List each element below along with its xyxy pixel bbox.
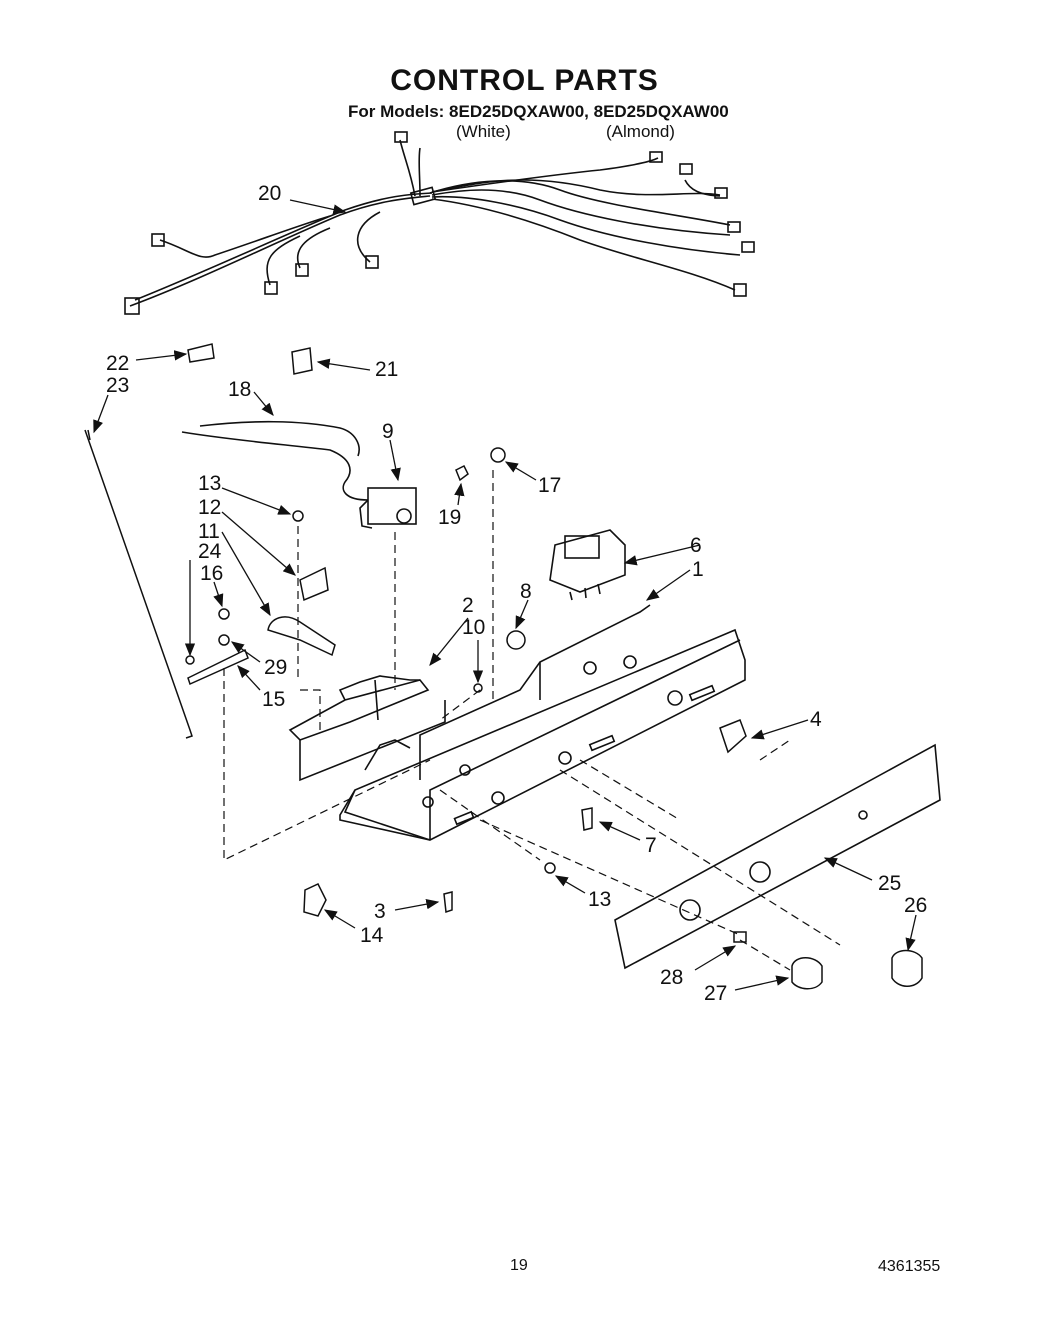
dashed-assembly-lines <box>223 470 841 971</box>
callout-18: 18 <box>228 378 251 401</box>
callout-15: 15 <box>262 688 285 711</box>
callout-22: 22 <box>106 352 129 375</box>
callout-3: 3 <box>374 900 386 923</box>
callout-11: 11 <box>198 520 220 543</box>
page-number: 19 <box>510 1257 528 1274</box>
callout-25: 25 <box>878 872 901 895</box>
callout-23: 23 <box>106 374 129 397</box>
callout-2: 2 <box>462 594 474 617</box>
callout-numbers: 20 22 23 21 18 9 17 19 13 12 11 24 16 6 … <box>106 182 927 1005</box>
callout-19: 19 <box>438 506 461 529</box>
page-title: CONTROL PARTS <box>390 64 659 97</box>
callout-12: 12 <box>198 496 221 519</box>
callout-10: 10 <box>462 616 485 639</box>
leader-lines <box>93 199 917 991</box>
callout-29: 29 <box>264 656 287 679</box>
callout-16: 16 <box>200 562 223 585</box>
callout-6: 6 <box>690 534 702 557</box>
control-housing <box>339 604 746 841</box>
cold-control-thermostat <box>181 420 417 529</box>
control-panel-trim <box>614 743 941 970</box>
callout-17: 17 <box>538 474 561 497</box>
callout-21: 21 <box>375 358 398 381</box>
callout-4: 4 <box>810 708 822 731</box>
callout-13-lower: 13 <box>588 888 611 911</box>
wire-harness <box>124 131 755 315</box>
callout-26: 26 <box>904 894 927 917</box>
defrost-timer <box>549 529 626 601</box>
callout-7: 7 <box>645 834 657 857</box>
document-number: 4361355 <box>878 1258 941 1275</box>
control-bracket <box>288 675 446 782</box>
color-white-label: (White) <box>456 122 511 141</box>
callout-28: 28 <box>660 966 683 989</box>
callout-27: 27 <box>704 982 727 1005</box>
models-line: For Models: 8ED25DQXAW00, 8ED25DQXAW00 <box>348 102 729 121</box>
callout-14: 14 <box>360 924 384 947</box>
callout-24: 24 <box>198 540 222 563</box>
callout-1: 1 <box>692 558 704 581</box>
callout-9: 9 <box>382 420 394 443</box>
callout-8: 8 <box>520 580 532 603</box>
callout-13-upper: 13 <box>198 472 221 495</box>
color-almond-label: (Almond) <box>606 122 675 141</box>
small-parts <box>84 343 923 990</box>
callout-20: 20 <box>258 182 281 205</box>
